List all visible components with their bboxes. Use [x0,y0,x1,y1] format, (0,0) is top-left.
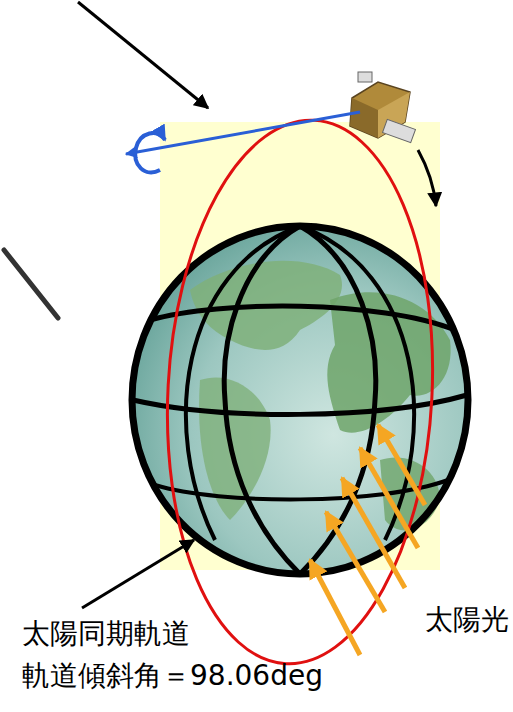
motion-arrow [418,150,436,206]
leader-line [78,2,208,108]
sunlight-label: 太陽光 [425,604,509,636]
orbit-ellipse [154,113,446,670]
pen-stroke [4,250,58,318]
rotation-arrow [135,133,165,172]
earth-globe [132,226,468,574]
inclination-value: 軌道傾斜角＝98.06deg [22,660,323,692]
sunlight-arrows [310,425,425,655]
axis-arrow [126,112,360,154]
orbit-name: 太陽同期軌道 [22,618,190,650]
satellite-icon [350,72,415,143]
leader-line [82,540,194,608]
